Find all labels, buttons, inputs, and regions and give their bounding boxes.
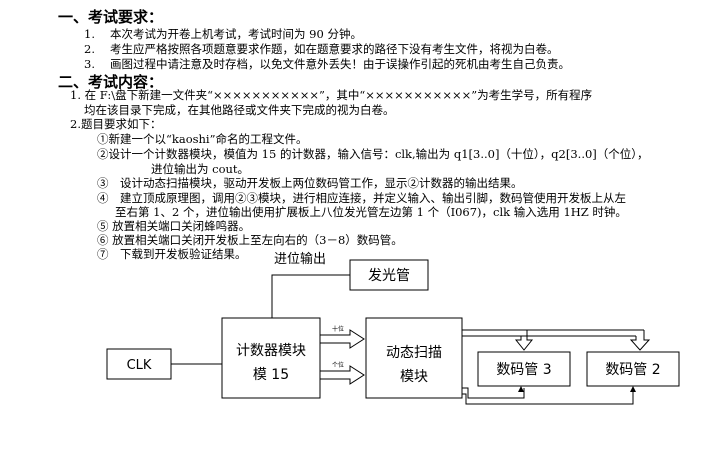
- counter-module-box: [221, 317, 321, 399]
- requirement-5: ⑤ 放置相关端口关闭蜂鸣器。: [97, 219, 251, 233]
- tens-bus-arrow: [320, 329, 365, 349]
- select-line-digit2: [462, 388, 634, 405]
- list-item: 2. 考生应严格按照各项题意要求作题，如在题意要求的路径下没有考生文件，将视为白卷…: [84, 42, 559, 57]
- requirement-4-line-2: 至右第 1、2 个，进位输出使用扩展板上八位发光管左边第 1 个（I067)，c…: [115, 205, 627, 219]
- paragraph-1-line-1: 1. 在 F:\盘下新建一文件夹“×××××××××××”，其中“×××××××…: [70, 88, 593, 102]
- list-item: 3. 画图过程中请注意及时存档，以免文件意外丢失！由于误操作引起的死机由考生自己负…: [84, 57, 570, 72]
- item-text: 画图过程中请注意及时存档，以免文件意外丢失！由于误操作引起的死机由考生自己负责。: [110, 57, 570, 71]
- requirement-6: ⑥ 放置相关端口关闭开发板上至左向右的（3－8）数码管。: [97, 233, 403, 247]
- digit-display-2-label: 数码管 2: [605, 362, 660, 378]
- carry-output-label: 进位输出: [274, 251, 326, 267]
- item-text: 本次考试为开卷上机考试，考试时间为 90 分钟。: [110, 27, 362, 41]
- scan-label-line2: 模块: [400, 369, 428, 385]
- paragraph-1-line-2: 均在该目录下完成，在其他路径或文件夹下完成的视为白卷。: [84, 103, 395, 117]
- requirement-3: ③ 设计动态扫描模块，驱动开发板上两位数码管工作，显示②计数器的输出结果。: [97, 176, 523, 190]
- item-number: 1.: [84, 27, 95, 41]
- counter-label-line2: 模 15: [253, 367, 289, 383]
- ones-bus-arrow: [320, 365, 365, 385]
- requirement-2-line-1: ②设计一个计数器模块，模值为 15 的计数器，输入信号：clk,输出为 q1[3…: [97, 147, 649, 161]
- requirement-2-line-2: 进位输出为 cout。: [151, 162, 250, 176]
- requirement-7: ⑦ 下载到开发板验证结果。: [97, 247, 247, 261]
- item-number: 3.: [84, 57, 95, 71]
- scan-module-box: [365, 317, 463, 399]
- section2-title: 二、考试内容：: [58, 73, 164, 91]
- led-label: 发光管: [368, 268, 410, 284]
- requirement-4-line-1: ④ 建立顶成原理图，调用②③模块，进行相应连接，并定义输入、输出引脚，数码管使用…: [97, 191, 626, 205]
- digit-display-3-box: [477, 351, 571, 387]
- bus-arrow-digit3: [514, 330, 534, 351]
- arrowhead-digit3: [518, 386, 524, 392]
- counter-label-line1: 计数器模块: [236, 343, 306, 359]
- ones-label: 个位: [332, 361, 344, 369]
- carry-connector: [271, 274, 350, 318]
- list-item: 1. 本次考试为开卷上机考试，考试时间为 90 分钟。: [84, 27, 362, 42]
- clk-label: CLK: [127, 358, 152, 373]
- requirement-1: ①新建一个以“kaoshi”命名的工程文件。: [97, 132, 308, 146]
- digit-display-3-label: 数码管 3: [496, 362, 551, 378]
- item-number: 2.: [84, 42, 95, 56]
- paragraph-2-heading: 2.题目要求如下：: [70, 117, 162, 131]
- section1-title: 一、考试要求：: [58, 8, 164, 26]
- bus-arrow-digit2: [629, 330, 651, 351]
- item-text: 考生应严格按照各项题意要求作题，如在题意要求的路径下没有考生文件，将视为白卷。: [110, 42, 559, 56]
- tens-label: 十位: [332, 325, 344, 333]
- arrowhead-digit2: [630, 386, 636, 392]
- scan-label-line1: 动态扫描: [386, 345, 442, 361]
- select-line-digit3: [462, 387, 525, 399]
